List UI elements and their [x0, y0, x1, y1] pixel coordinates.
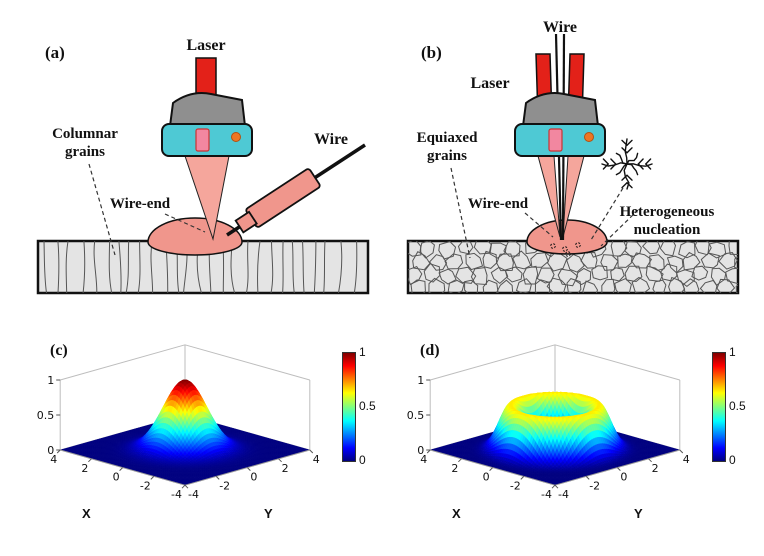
y-axis-label: Y: [264, 506, 273, 521]
y-axis-label: Y: [634, 506, 643, 521]
laser-label: Laser: [186, 37, 225, 54]
melt-pool: [147, 217, 243, 256]
wire-feeder-nozzle: [234, 168, 321, 234]
columnar-grains-label-1: Columnar: [52, 126, 118, 142]
wire-end-leader-line: [524, 212, 554, 238]
panel-a-schematic: (a) Laser Wire Wire-end Columnar grains: [36, 37, 370, 295]
wire-end-label: Wire-end: [468, 196, 529, 212]
columnar-grains-label-2: grains: [65, 144, 105, 160]
head-indicator-dot: [231, 132, 241, 142]
dendrite-leader-line: [590, 187, 624, 241]
nucleation-label-2: nucleation: [634, 222, 701, 238]
gaussian-surface-plot: [30, 330, 340, 545]
colorbar-d-tick-mid: 0.5: [729, 399, 746, 413]
nucleation-label-1: Heterogeneous: [620, 204, 715, 220]
head-window: [195, 128, 210, 152]
wire-label: Wire: [543, 19, 577, 36]
panel-b-tag: (b): [421, 43, 442, 62]
nucleation-leader-line: [600, 209, 639, 247]
wire-end-label: Wire-end: [110, 196, 171, 212]
laser-head-top: [521, 92, 600, 127]
x-axis-label: X: [82, 506, 91, 521]
ring-surface-plot: [400, 330, 710, 545]
colorbar-d-tick-max: 1: [729, 345, 736, 359]
colorbar-d-tick-min: 0: [729, 453, 736, 467]
panel-c-tag: (c): [50, 342, 68, 359]
colorbar-c-tick-max: 1: [359, 345, 366, 359]
colorbar-d: [712, 352, 726, 462]
colorbar-c-tick-mid: 0.5: [359, 399, 376, 413]
wire-end-leader-line: [164, 213, 206, 233]
head-window: [548, 128, 563, 152]
panel-d-tag: (d): [420, 342, 440, 359]
head-indicator-dot: [584, 132, 594, 142]
wire-label: Wire: [314, 131, 348, 148]
colorbar-c: [342, 352, 356, 462]
nuclei-dots: [550, 242, 581, 257]
panel-a-tag: (a): [45, 43, 65, 62]
equiaxed-grain-texture: [408, 241, 738, 293]
equiaxed-grains-label-2: grains: [427, 148, 467, 164]
panel-b-schematic: (b) Wire Laser Equiaxed grains Wire-end …: [406, 19, 740, 295]
laser-label: Laser: [470, 75, 509, 92]
laser-head-top: [168, 92, 247, 127]
colorbar-c-tick-min: 0: [359, 453, 366, 467]
equiaxed-grains-label-1: Equiaxed: [417, 130, 479, 146]
panel-d-plot: (d) X Y: [400, 330, 740, 550]
dendrite-icon: [601, 138, 653, 190]
melt-pool: [526, 219, 608, 255]
panel-c-plot: (c) X Y: [30, 330, 370, 550]
grains-leader-line: [450, 167, 471, 259]
grains-leader-line: [88, 163, 116, 256]
x-axis-label: X: [452, 506, 461, 521]
